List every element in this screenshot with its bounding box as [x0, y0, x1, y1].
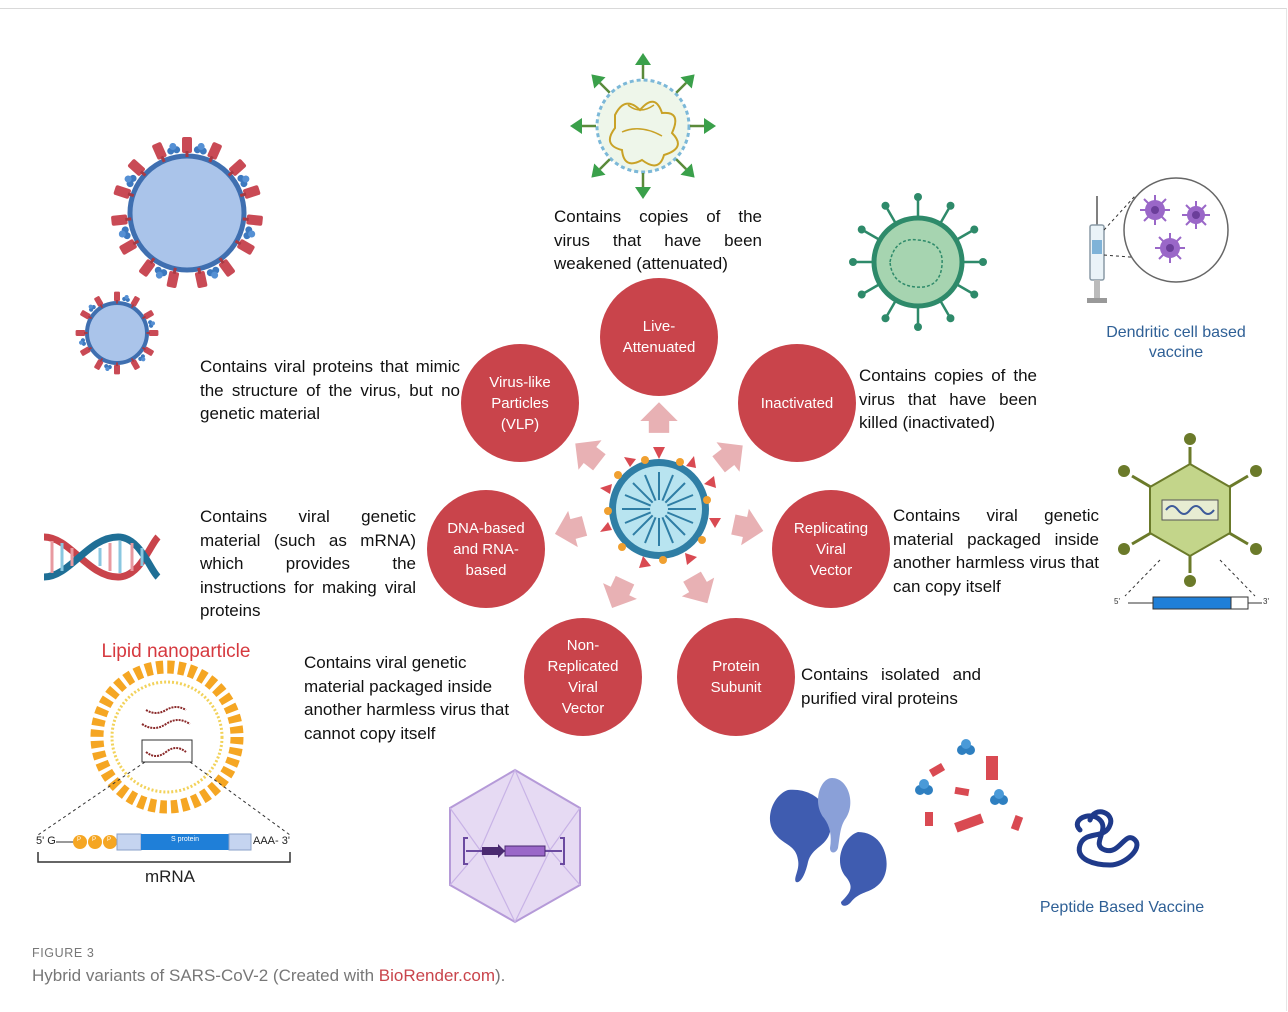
replicating-vector-illustration [1118, 433, 1262, 610]
peptide-illustration [1075, 809, 1140, 868]
figure-frame [0, 8, 1287, 1011]
vector-5-prime-label: 5' [1114, 597, 1120, 606]
figure-number: FIGURE 3 [32, 946, 95, 960]
central-virus-illustration [600, 447, 721, 568]
caption-text: Hybrid variants of SARS-CoV-2 (Created w… [32, 966, 379, 985]
node-dna-rna-based: DNA-based and RNA- based [427, 490, 545, 608]
vlp-small-illustration [75, 291, 159, 375]
desc-non-replicated-viral-vector: Contains viral genetic material packaged… [304, 653, 510, 743]
protein-subunit-illustration [769, 739, 1024, 906]
non-replicating-vector-illustration [449, 768, 581, 924]
mrna-5-prime-label: 5' G [36, 835, 56, 847]
lipid-nanoparticle-label: Lipid nanoparticle [101, 641, 251, 662]
cap-p-label-3: P [107, 837, 112, 843]
vlp-large-illustration [110, 137, 264, 289]
node-live-attenuated: Live- Attenuated [600, 278, 718, 396]
node-virus-like-particles: Virus-like Particles (VLP) [461, 344, 579, 462]
caption-end: ). [494, 966, 506, 985]
desc-virus-like-particles: Contains viral proteins that mimic the s… [200, 357, 460, 423]
desc-replicating-viral-vector: Contains viral genetic material packaged… [893, 506, 1099, 596]
cap-p-label-2: P [92, 837, 97, 843]
desc-inactivated: Contains copies of the virus that have b… [859, 366, 1037, 432]
node-non-replicated-viral-vector: Non- Replicated Viral Vector [524, 618, 642, 736]
vector-3-prime-label: 3' [1263, 597, 1269, 606]
node-replicating-viral-vector: Replicating Viral Vector [772, 490, 890, 608]
dendritic-cell-label: Dendritic cell based vaccine [1106, 324, 1246, 361]
desc-live-attenuated: Contains copies of the virus that have b… [554, 207, 762, 273]
desc-protein-subunit: Contains isolated and purified viral pro… [801, 665, 981, 708]
desc-dna-rna-based: Contains viral genetic material (such as… [200, 507, 416, 620]
syringe-dendritic-illustration [1087, 177, 1229, 303]
node-inactivated: Inactivated [738, 344, 856, 462]
mrna-3-prime-label: AAA- 3' [253, 835, 290, 847]
figure-caption: Hybrid variants of SARS-CoV-2 (Created w… [32, 966, 505, 986]
node-protein-subunit: Protein Subunit [677, 618, 795, 736]
cap-p-label-1: P [77, 837, 82, 843]
mrna-label: mRNA [144, 867, 196, 886]
attenuated-virus-illustration [568, 51, 718, 201]
peptide-vaccine-label: Peptide Based Vaccine [1039, 899, 1205, 916]
biorender-link[interactable]: BioRender.com [378, 966, 495, 985]
s-protein-label: S protein [170, 836, 200, 843]
inactivated-virus-illustration [847, 191, 989, 333]
dna-helix-illustration [43, 533, 161, 581]
lipid-nanoparticle-illustration [37, 660, 291, 863]
